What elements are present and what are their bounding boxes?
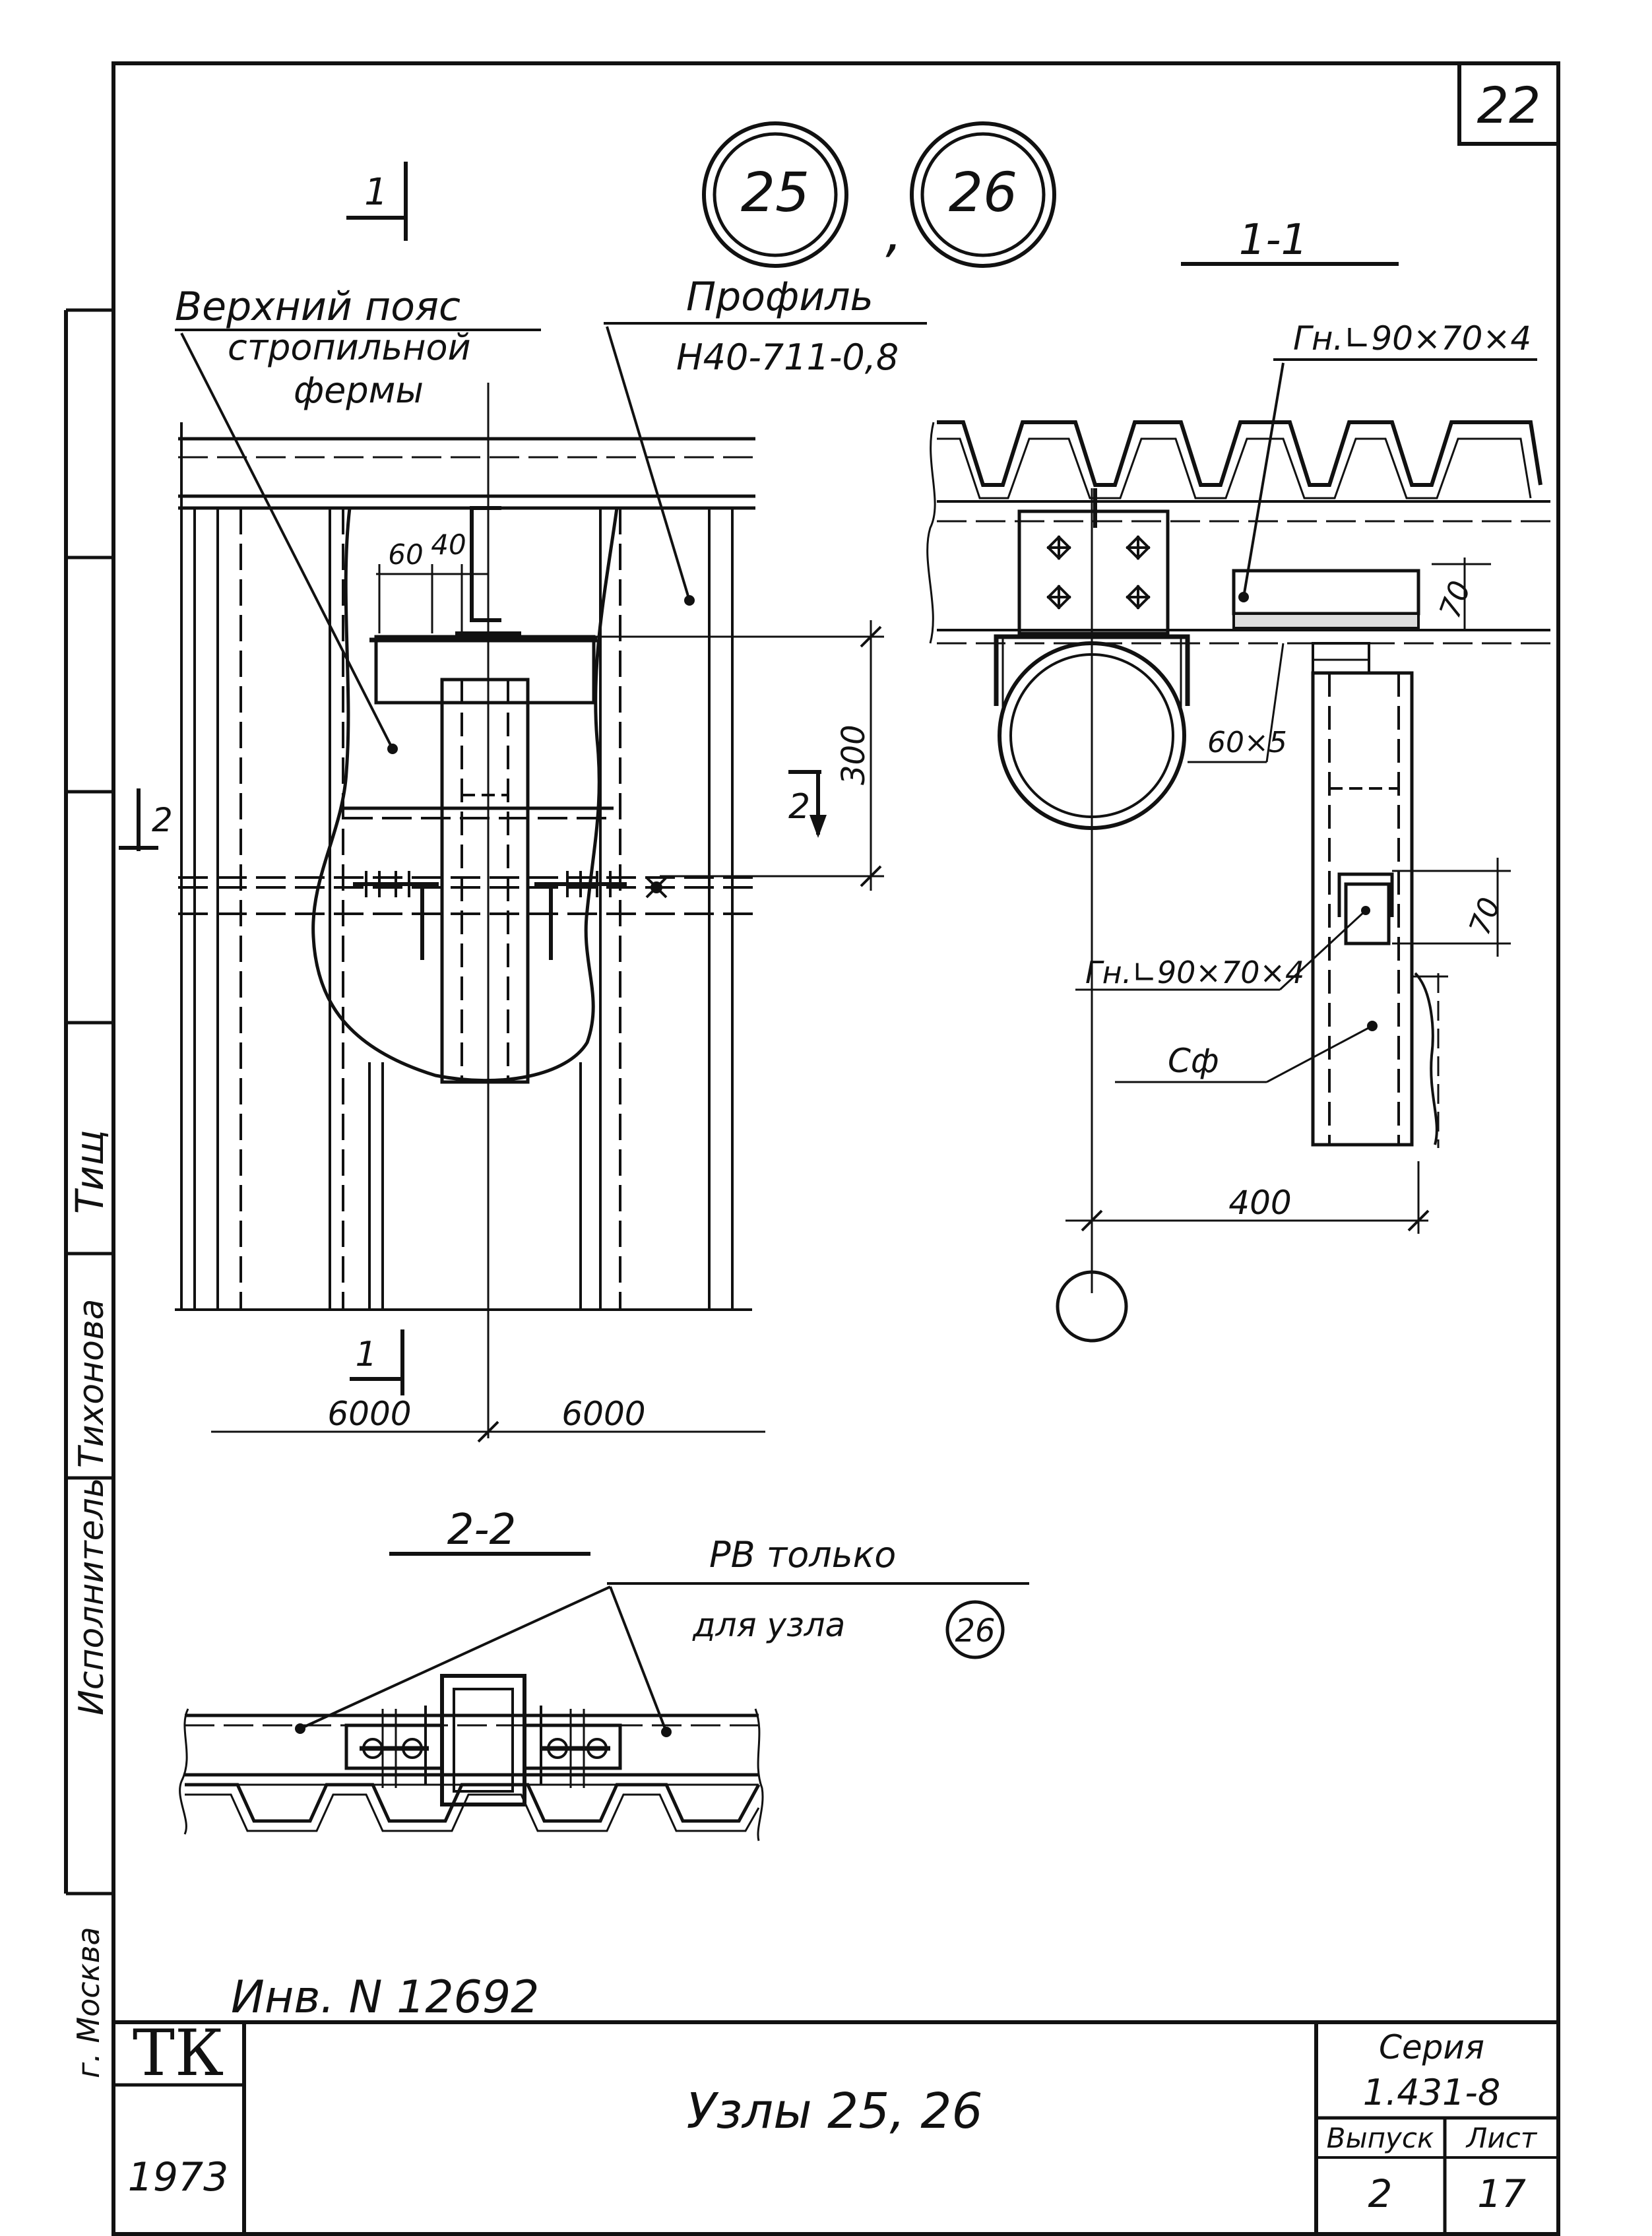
sheet-label: Лист [1465, 2122, 1538, 2154]
svg-text:2: 2 [152, 801, 173, 839]
section-marker-2-left: 2 [119, 788, 173, 851]
org-logo: ТК [133, 2016, 224, 2090]
node-circle-25: 25 [741, 162, 810, 224]
series-label: Серия [1379, 2028, 1484, 2066]
svg-text:2: 2 [788, 787, 810, 827]
note-line-2: для узла [692, 1606, 845, 1644]
section-2-2-title: 2-2 [447, 1506, 517, 1554]
dim-span-right: 6000 [561, 1395, 645, 1433]
drawing-title: Узлы 25, 26 [686, 2083, 982, 2140]
dim-300: 300 [835, 724, 872, 785]
angle-label-mid: Гн.∟90×70×4 [1085, 955, 1304, 990]
city-label: г. Москва [71, 1927, 106, 2078]
sheet-corner-number: 22 [1477, 76, 1541, 135]
svg-text:1: 1 [355, 1335, 377, 1374]
svg-text:1: 1 [364, 171, 388, 214]
drawing-year: 1973 [128, 2154, 229, 2200]
label-top-chord: Верхний пояс [175, 284, 461, 330]
section-1-1: 1-1 Гн.∟90×70×4 70 [926, 216, 1550, 1343]
issue-value: 2 [1368, 2171, 1393, 2216]
dim-span-left: 6000 [327, 1395, 411, 1433]
side-strip: Тихонова Исполнитель Тищ г. Москва [64, 308, 113, 2078]
section-2-2: 2-2 РВ только для узла 26 [179, 1506, 1029, 1841]
node-comma: , [885, 202, 902, 263]
dim-40: 40 [431, 528, 466, 561]
executor-signature: Тищ [67, 1130, 112, 1214]
dim-70-top: 70 [1433, 577, 1477, 623]
angle-label-top: Гн.∟90×70×4 [1293, 319, 1531, 358]
sheet-value: 17 [1477, 2171, 1526, 2216]
column-label: Сф [1168, 1042, 1219, 1080]
label-profile: Профиль [686, 274, 874, 320]
section-marker-1-bottom: 1 [350, 1329, 404, 1395]
dim-400: 400 [1228, 1184, 1291, 1222]
note-circle: 26 [955, 1613, 995, 1649]
executor-label: Исполнитель [72, 1478, 111, 1716]
inventory-number: Инв. N 12692 [231, 1971, 539, 2024]
node-circle-26: 26 [949, 162, 1017, 224]
note-line-1: РВ только [709, 1534, 896, 1576]
bolts [1046, 535, 1151, 610]
section-1-1-title: 1-1 [1239, 216, 1308, 265]
node-circles: 25 , 26 [702, 121, 1056, 268]
sheet-frame: 22 [111, 61, 1560, 2236]
label-top-chord-3: фермы [294, 369, 424, 411]
plan-view: 1 Верхний пояс стропильной фермы Профиль… [119, 162, 927, 1443]
dim-60: 60 [388, 538, 423, 571]
series-value: 1.431-8 [1363, 2072, 1500, 2113]
label-profile-code: Н40-711-0,8 [676, 336, 899, 378]
section-marker-1-top: 1 [346, 162, 408, 241]
plate-label: 60×5 [1207, 726, 1287, 759]
section-marker-2-right: 2 [788, 770, 827, 838]
dim-70-mid: 70 [1463, 893, 1507, 940]
title-block: Инв. N 12692 ТК 1973 Узлы 25, 26 Серия 1… [113, 1971, 1558, 2234]
executor-name: Тихонова [72, 1299, 111, 1468]
label-top-chord-2: стропильной [228, 327, 471, 368]
issue-label: Выпуск [1327, 2122, 1434, 2154]
